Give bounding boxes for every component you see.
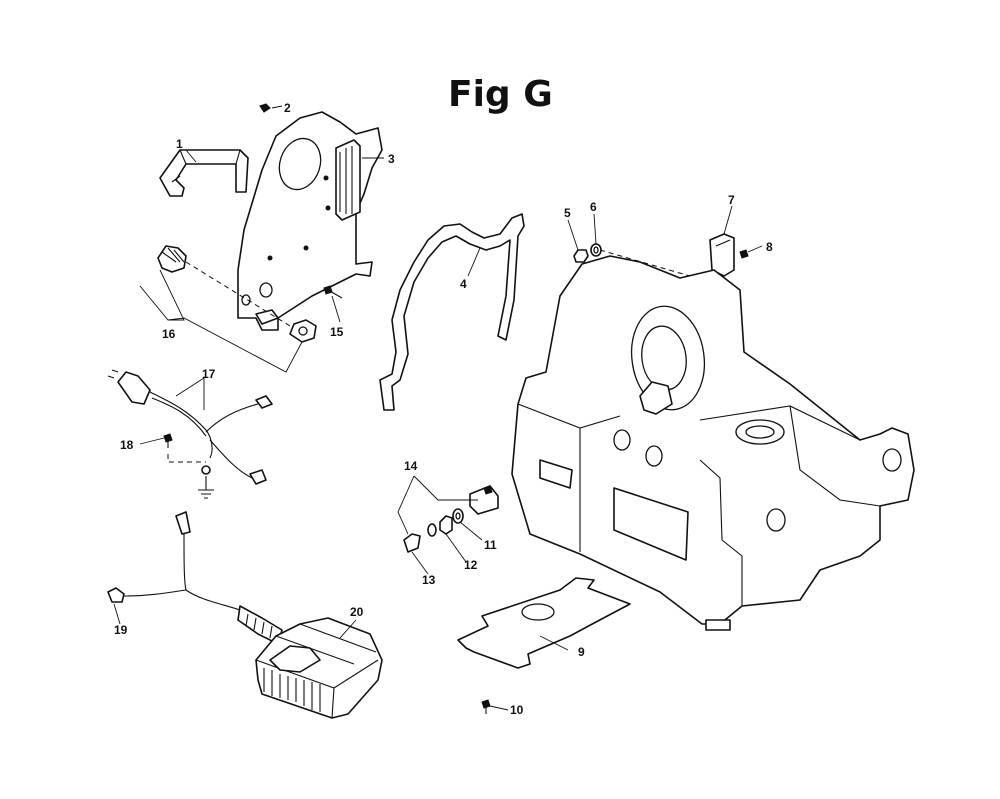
- part-1-handle: [159, 149, 249, 197]
- figure-title: Fig G: [448, 74, 553, 115]
- callout-15: 15: [330, 325, 344, 339]
- leader-lines: [113, 105, 763, 711]
- part-20-foot-switch: [123, 511, 383, 719]
- ground-symbol: [198, 476, 214, 499]
- callout-17: 17: [202, 367, 216, 381]
- callout-5: 5: [564, 206, 571, 220]
- callout-12: 12: [464, 558, 478, 572]
- part-10-screw: [481, 699, 491, 714]
- callout-3: 3: [388, 152, 395, 166]
- callout-7: 7: [728, 193, 735, 207]
- callout-6: 6: [590, 200, 597, 214]
- callout-18: 18: [120, 438, 134, 452]
- part-14-switch: [469, 485, 499, 515]
- callout-16: 16: [162, 327, 176, 341]
- callout-14: 14: [404, 459, 418, 473]
- callout-4: 4: [460, 277, 467, 291]
- part-15-screw: [323, 285, 343, 299]
- part-9-cover-plate: [457, 577, 631, 669]
- callout-labels: 1 2 3 4 5 6 7 8 9 10 11 12 13 14 15 16 1…: [114, 101, 773, 717]
- callout-20: 20: [350, 605, 364, 619]
- fastener-path: [599, 249, 691, 277]
- callout-1: 1: [176, 137, 183, 151]
- callout-8: 8: [766, 240, 773, 254]
- part-3-mounting-plate: [237, 111, 383, 331]
- part-17-power-cord: [107, 369, 273, 485]
- part-13-knob: [403, 533, 421, 553]
- callout-11: 11: [484, 538, 497, 552]
- callout-2: 2: [284, 101, 291, 115]
- callout-19: 19: [114, 623, 128, 637]
- part-8-screw: [739, 249, 749, 259]
- part-5-nut: [573, 249, 589, 263]
- part-11-washer: [452, 508, 464, 524]
- base-housing: [511, 255, 915, 631]
- part-6-washer: [590, 243, 602, 257]
- callout-10: 10: [510, 703, 524, 717]
- part-18-ground-screw: [163, 433, 206, 463]
- callout-9: 9: [578, 645, 585, 659]
- part-12-nut: [427, 515, 453, 537]
- callout-13: 13: [422, 573, 436, 587]
- part-4-gasket: [379, 213, 525, 411]
- part-2-screw: [259, 103, 271, 113]
- part-19-terminal: [107, 587, 125, 603]
